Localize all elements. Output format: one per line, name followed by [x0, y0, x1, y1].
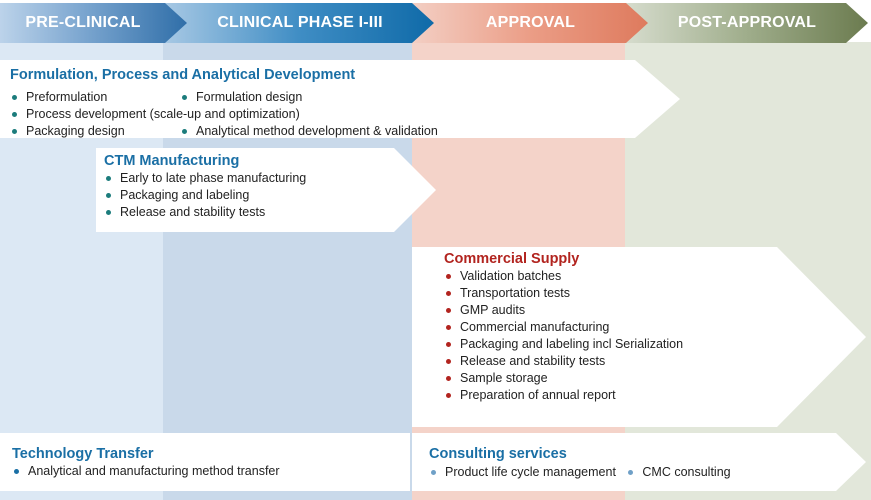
ctm-box: CTM Manufacturing Early to late phase ma… [96, 148, 436, 232]
tech-transfer-title: Technology Transfer [12, 446, 154, 462]
consulting-item: CMC consulting [626, 464, 731, 481]
commercial-item: Packaging and labeling incl Serializatio… [444, 336, 866, 353]
commercial-title: Commercial Supply [444, 251, 580, 267]
commercial-item: Validation batches [444, 268, 866, 285]
formulation-item: Analytical method development & validati… [180, 123, 438, 138]
ctm-item: Early to late phase manufacturing [104, 170, 436, 187]
formulation-item: Process development (scale-up and optimi… [10, 106, 300, 123]
commercial-item: Release and stability tests [444, 353, 866, 370]
ctm-item: Packaging and labeling [104, 187, 436, 204]
phase-approval: APPROVAL [412, 3, 649, 43]
formulation-title: Formulation, Process and Analytical Deve… [10, 67, 356, 83]
tech-transfer-item: Analytical and manufacturing method tran… [12, 463, 410, 480]
formulation-item: Packaging design [10, 123, 125, 138]
technology-transfer-box: Technology Transfer Analytical and manuf… [0, 433, 410, 491]
commercial-item: Preparation of annual report [444, 387, 866, 404]
commercial-item: Sample storage [444, 370, 866, 387]
phase-clinical: CLINICAL PHASE I-III [165, 3, 435, 43]
consulting-services-box: Consulting services Product life cycle m… [412, 433, 866, 491]
commercial-item: Commercial manufacturing [444, 319, 866, 336]
ctm-item: Release and stability tests [104, 204, 436, 221]
commercial-item: GMP audits [444, 302, 866, 319]
commercial-item: Transportation tests [444, 285, 866, 302]
formulation-item: Preformulation [10, 89, 107, 106]
consulting-item: Product life cycle management [429, 464, 616, 481]
phase-preclinical: PRE-CLINICAL [0, 3, 188, 43]
ctm-title: CTM Manufacturing [104, 153, 240, 169]
formulation-box: Formulation, Process and Analytical Deve… [0, 60, 680, 138]
formulation-item: Formulation design [180, 89, 302, 106]
commercial-supply-box: Commercial Supply Validation batches Tra… [412, 247, 866, 427]
consulting-title: Consulting services [429, 446, 567, 462]
phase-post-approval: POST-APPROVAL [626, 3, 868, 43]
